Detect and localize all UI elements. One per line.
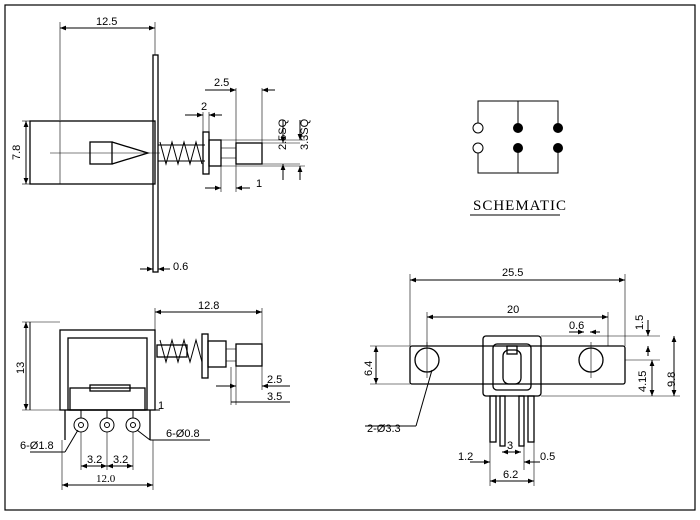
drawing-border <box>4 4 696 511</box>
dim-body-width: 12.0 <box>96 473 116 485</box>
dim-height: 7.8 <box>11 145 23 160</box>
dim-plunger-len-front: 12.8 <box>198 300 219 312</box>
dim-sq-small: 2.5SQ <box>277 118 289 150</box>
dim-total-height: 9.8 <box>666 372 678 387</box>
dim-plate: 0.6 <box>173 261 188 273</box>
dim-tab: 1 <box>158 400 164 412</box>
contact-open-1 <box>472 122 484 134</box>
front-view: 12.8 13 2.5 <box>15 300 290 490</box>
callout-mount-holes: 2-Ø3.3 <box>367 423 401 435</box>
contact-closed-2 <box>513 143 523 153</box>
callout-hole-small: 6-Ø0.8 <box>166 428 200 440</box>
contact-closed-4 <box>553 143 563 153</box>
side-view: 25.5 20 0.6 1.5 6.4 <box>363 267 680 486</box>
dim-hole-height: 6.4 <box>363 361 375 376</box>
contact-closed-3 <box>553 123 563 133</box>
dim-knob-b: 3.5 <box>267 391 282 403</box>
dim-plunger-len: 2.5 <box>214 77 229 89</box>
dim-knob-a: 2.5 <box>267 374 282 386</box>
dim-hole-spacing: 20 <box>507 304 519 316</box>
dim-height-front: 13 <box>15 362 27 374</box>
dim-sq-large: 3.3SQ <box>299 118 311 150</box>
contact-closed-1 <box>513 123 523 133</box>
dim-slot: 0.6 <box>569 320 584 332</box>
schematic: SCHEMATIC <box>470 100 567 216</box>
top-view: 12.5 7.8 2.5 2 <box>11 16 311 273</box>
schematic-title: SCHEMATIC <box>473 198 567 214</box>
dim-pin-offset: 1.2 <box>458 451 473 463</box>
dim-overall: 25.5 <box>502 267 523 279</box>
dim-pin-span: 6.2 <box>503 469 518 481</box>
dim-pin-gap: 3 <box>507 440 513 452</box>
dim-top-gap: 1.5 <box>634 315 646 330</box>
dim-pin-width: 0.5 <box>540 451 555 463</box>
dim-pin-a: 3.2 <box>87 454 102 466</box>
dim-width: 12.5 <box>96 16 117 28</box>
dim-pin-b: 3.2 <box>113 454 128 466</box>
dim-mid-height: 4.15 <box>637 371 649 392</box>
contact-open-2 <box>472 142 484 154</box>
callout-hole-large: 6-Ø1.8 <box>20 440 54 452</box>
dim-collar: 2 <box>201 101 207 113</box>
dim-gap: 1 <box>256 178 262 190</box>
